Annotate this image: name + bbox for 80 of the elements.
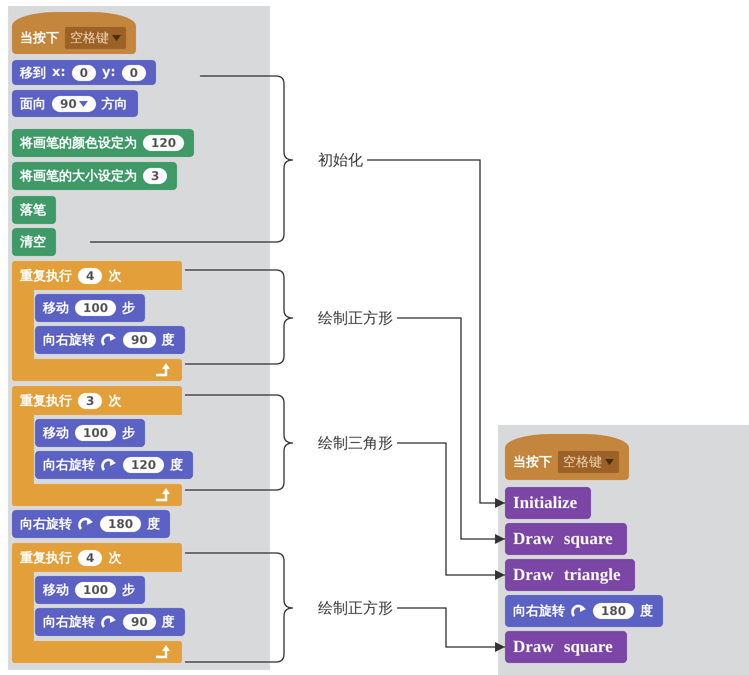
code-block [12,196,56,224]
block-label: 重复执行 [20,550,72,566]
connector-arrow [397,317,505,544]
block-label: 向右旋转 [43,332,95,349]
block-label: 度 [162,614,175,631]
event-hat-block [12,12,136,54]
event-hat-block [505,434,629,480]
number-input: 100 [75,425,116,441]
block-label: Draw triangle [513,565,621,585]
code-block [12,129,194,157]
custom-block [505,559,635,591]
annotation-label: 绘制三角形 [318,433,393,453]
block-label: 清空 [20,234,46,251]
dropdown-field: 空格键 [558,451,619,473]
block-label: 方向 [102,96,128,112]
number-input: 90 [123,614,156,630]
number-input: 100 [75,582,116,598]
annotation-label: 绘制正方形 [318,598,393,618]
block-label: 移到 [20,64,46,82]
block-label: x: [52,65,66,80]
block-label: 向右旋转 [43,614,95,631]
number-input: 90 [123,332,156,348]
block-label: y: [102,65,116,80]
block-label: 度 [147,516,160,533]
block-label: 落笔 [20,202,46,219]
code-block [35,326,185,354]
code-block [12,60,156,85]
code-block [35,419,146,447]
block-label: 当按下 [513,454,552,471]
block-label: 向右旋转 [43,457,95,474]
number-input: 180 [100,516,142,532]
block-label: 当按下 [20,30,59,47]
code-block [12,228,56,256]
dropdown-field: 空格键 [65,27,126,49]
number-input: 180 [593,603,634,619]
block-label: 将画笔的大小设定为 [20,168,137,185]
block-label: 次 [108,268,122,284]
number-input: 0 [122,64,146,80]
connector-arrow [397,607,505,652]
block-label: 次 [108,550,122,566]
block-label: 度 [162,332,175,349]
number-input: 90 [52,96,96,112]
custom-block [505,631,627,663]
block-label: 次 [108,392,122,410]
annotation-label: 初始化 [318,150,363,170]
block-label: 重复执行 [20,392,72,410]
number-input: 3 [143,168,168,184]
number-input: 100 [75,300,116,316]
block-label: 移动 [43,425,69,442]
block-label: 重复执行 [20,268,72,284]
code-block [12,162,178,190]
custom-block [505,523,627,555]
number-input: 120 [143,135,184,151]
number-input: 0 [72,64,96,80]
block-label: 向右旋转 [513,603,565,620]
block-label: 面向 [20,96,46,112]
code-block [12,510,170,538]
block-label: 步 [122,582,136,599]
custom-block [505,487,592,519]
block-label: 步 [122,425,136,442]
code-block [35,608,185,636]
number-input: 120 [123,457,164,473]
block-label: 移动 [43,582,69,599]
block-label: 将画笔的颜色设定为 [20,134,137,152]
block-label: 向右旋转 [20,516,72,533]
code-block [505,595,664,627]
block-label: 步 [122,300,136,317]
block-label: Draw square [513,529,613,549]
connector-arrow [367,159,505,508]
block-label: 度 [170,456,184,474]
block-label: Draw square [513,637,613,657]
code-block [35,451,194,479]
code-block [12,90,138,117]
connector-arrow [397,442,505,580]
block-label: 移动 [43,300,69,317]
code-block [35,576,146,604]
block-label: 度 [640,602,654,620]
annotation-label: 绘制正方形 [318,308,393,328]
block-label: Initialize [513,493,578,513]
code-block [35,294,146,322]
